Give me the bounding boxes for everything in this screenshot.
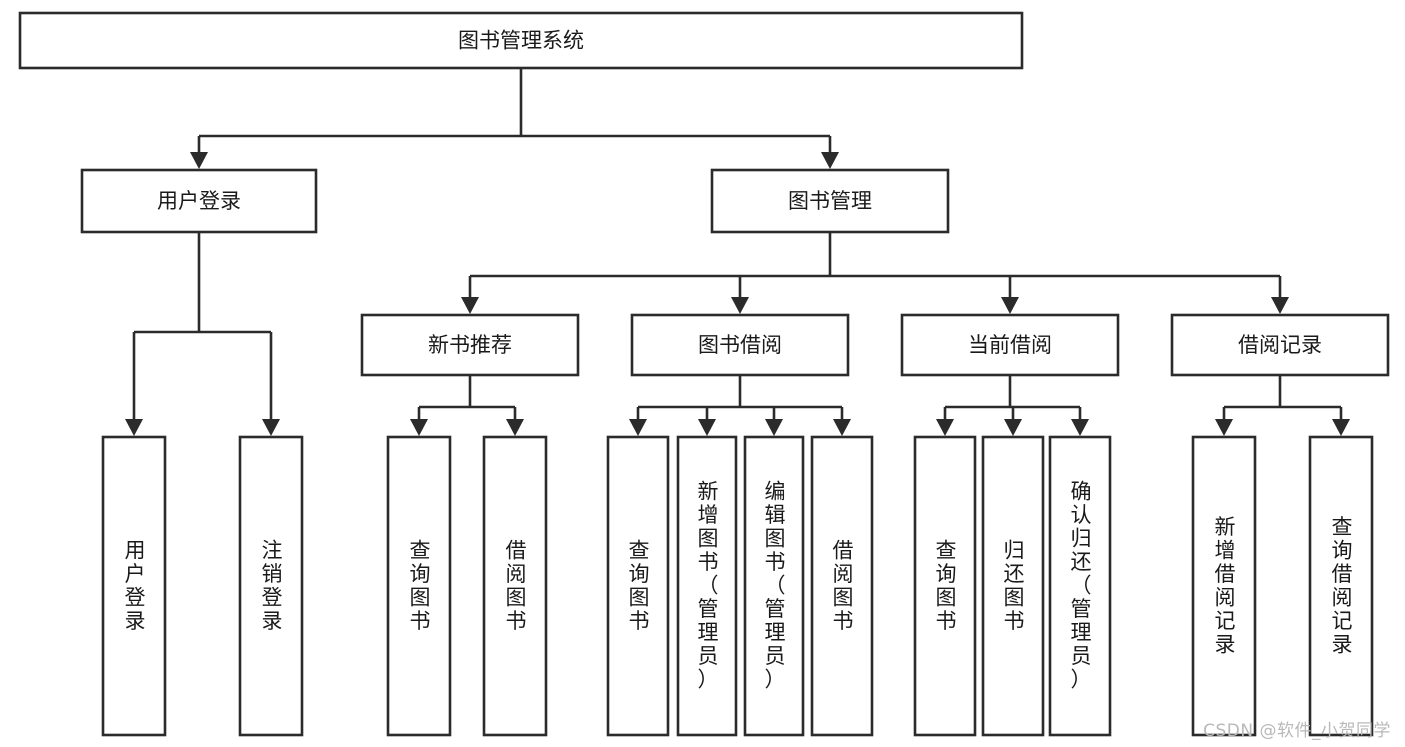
leaf-node-2-label: 查询图书 bbox=[410, 538, 431, 633]
leaf-node-0-box[interactable] bbox=[101, 435, 167, 737]
root-to-level2-arrow-0 bbox=[190, 152, 208, 169]
level3-node-3-box[interactable] bbox=[1170, 313, 1390, 377]
level3-1-to-leaves-arrow-2 bbox=[765, 419, 783, 436]
leaf-node-5-box[interactable] bbox=[676, 435, 738, 737]
level3-node-3-label: 借阅记录 bbox=[1238, 333, 1322, 357]
level3-2-to-leaves-arrow-2 bbox=[1071, 419, 1089, 436]
leaf-node-8-box[interactable] bbox=[913, 435, 977, 737]
leaf-node-11-box[interactable] bbox=[1191, 435, 1257, 737]
leaf-node-9-label: 归还图书 bbox=[1004, 538, 1025, 633]
leaf-node-8-label: 查询图书 bbox=[936, 538, 957, 633]
leaf-node-0-label: 用户登录 bbox=[125, 538, 146, 633]
level3-0-to-leaves-arrow-0 bbox=[410, 419, 428, 436]
level3-1-to-leaves-arrow-0 bbox=[629, 419, 647, 436]
leaf-node-6-label: 编辑图书（管理员） bbox=[765, 480, 786, 692]
root-node-book-management-system-box[interactable] bbox=[18, 11, 1024, 70]
leaf-node-12-box[interactable] bbox=[1308, 435, 1374, 737]
leaf-node-4-box[interactable] bbox=[606, 435, 670, 737]
level3-node-1-box[interactable] bbox=[630, 313, 850, 377]
leaf-node-4-label: 查询图书 bbox=[629, 538, 650, 633]
book-mgmt-to-level3-arrow-1 bbox=[731, 297, 749, 314]
leaf-node-7-label: 借阅图书 bbox=[833, 538, 854, 633]
leaf-node-7-box[interactable] bbox=[810, 435, 874, 737]
leaf-node-12-label: 查询借阅记录 bbox=[1332, 515, 1353, 657]
level3-3-to-leaves-arrow-1 bbox=[1332, 419, 1350, 436]
leaf-node-9-box[interactable] bbox=[981, 435, 1045, 737]
connector-layer bbox=[125, 68, 1350, 436]
level3-node-0-box[interactable] bbox=[360, 313, 580, 377]
leaf-node-11-label: 新增借阅记录 bbox=[1215, 515, 1236, 657]
level3-node-2-label: 当前借阅 bbox=[968, 333, 1052, 357]
node-layer: 图书管理系统用户登录图书管理新书推荐图书借阅当前借阅借阅记录用户登录注销登录查询… bbox=[18, 11, 1390, 737]
leaf-node-10-label: 确认归还（管理员） bbox=[1071, 480, 1092, 692]
leaf-node-10-box[interactable] bbox=[1048, 435, 1112, 737]
level3-0-to-leaves-arrow-1 bbox=[506, 419, 524, 436]
leaf-node-3-box[interactable] bbox=[482, 435, 548, 737]
root-node-book-management-system-label: 图书管理系统 bbox=[458, 29, 584, 53]
level3-2-to-leaves-arrow-0 bbox=[936, 419, 954, 436]
level3-node-0-label: 新书推荐 bbox=[428, 333, 512, 357]
leaf-node-6-box[interactable] bbox=[743, 435, 805, 737]
leaf-node-3-label: 借阅图书 bbox=[506, 538, 527, 633]
root-to-level2-arrow-1 bbox=[821, 152, 839, 169]
leaf-node-1-box[interactable] bbox=[238, 435, 304, 737]
user-login-to-leaves-arrow-1 bbox=[262, 419, 280, 436]
level2-node-1-box[interactable] bbox=[710, 168, 950, 234]
user-login-to-leaves-arrow-0 bbox=[125, 419, 143, 436]
book-mgmt-to-level3-arrow-2 bbox=[1001, 297, 1019, 314]
leaf-node-1-label: 注销登录 bbox=[262, 538, 283, 633]
level3-node-1-label: 图书借阅 bbox=[698, 333, 782, 357]
level3-node-2-box[interactable] bbox=[900, 313, 1120, 377]
leaf-node-5-label: 新增图书（管理员） bbox=[698, 480, 719, 692]
level3-1-to-leaves-arrow-1 bbox=[698, 419, 716, 436]
leaf-node-2-box[interactable] bbox=[386, 435, 452, 737]
book-mgmt-to-level3-arrow-3 bbox=[1271, 297, 1289, 314]
level3-2-to-leaves-arrow-1 bbox=[1004, 419, 1022, 436]
level2-node-0-label: 用户登录 bbox=[157, 189, 241, 213]
book-mgmt-to-level3-arrow-0 bbox=[461, 297, 479, 314]
level3-1-to-leaves-arrow-3 bbox=[833, 419, 851, 436]
level2-node-0-box[interactable] bbox=[80, 168, 318, 234]
level3-3-to-leaves-arrow-0 bbox=[1215, 419, 1233, 436]
level2-node-1-label: 图书管理 bbox=[788, 189, 872, 213]
